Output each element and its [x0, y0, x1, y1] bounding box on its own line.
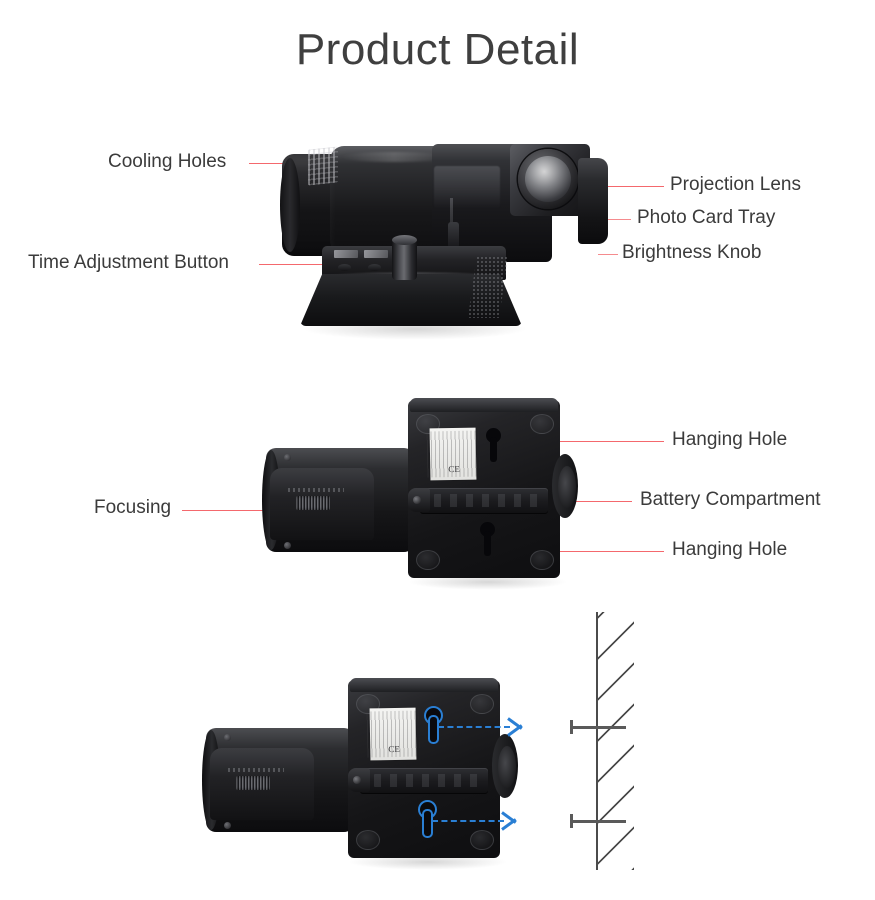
time-adjustment-button-right[interactable] [368, 264, 381, 271]
projector-rear-box-top [410, 398, 558, 412]
projector-side-barrel-inner [558, 466, 576, 508]
wall-screw-head-bottom [570, 814, 573, 828]
wall-mount-projector-image: CE [198, 672, 528, 870]
wall-diagram [560, 612, 690, 880]
leader-time-adjustment-button [259, 264, 333, 265]
button-label-left [334, 250, 358, 258]
product-spec-label: CE [366, 707, 420, 761]
product-shadow [408, 574, 568, 590]
cooling-holes-vent [308, 146, 338, 186]
keyhole-slot [490, 437, 497, 462]
hanging-hole-bottom [480, 522, 495, 556]
callout-hanging-hole-top: Hanging Hole [672, 429, 788, 450]
wall-screw-bottom [570, 820, 626, 823]
projector-rear-view-image: CE [258, 392, 588, 590]
mount-arrow-line-bottom [432, 820, 504, 822]
battery-door-latch-dot [413, 496, 421, 504]
corner-pad-bottom-left [356, 830, 380, 850]
leader-hanging-hole-bottom [490, 551, 664, 552]
wall-screw-head-top [570, 720, 573, 734]
projector-front-view-image [280, 140, 612, 340]
callout-photo-card-tray: Photo Card Tray [637, 207, 776, 228]
wall-surface-line [596, 612, 598, 870]
projector-front-nose [578, 158, 608, 244]
ce-mark: CE [388, 743, 400, 755]
button-label-right [364, 250, 388, 258]
mount-arrow-line-top [438, 726, 510, 728]
battery-door-embossed-text [434, 494, 538, 507]
callout-brightness-knob: Brightness Knob [622, 242, 762, 263]
time-adjustment-button-left[interactable] [338, 264, 351, 271]
product-spec-label: CE [426, 427, 480, 481]
keyhole-slot [430, 717, 437, 742]
projection-lens-glass [525, 156, 571, 202]
body-highlight [340, 152, 448, 162]
screw-bottom [284, 542, 291, 549]
brightness-knob[interactable] [392, 238, 417, 280]
hanging-hole-top [486, 428, 501, 462]
mount-arrow-head-top [508, 716, 522, 738]
leader-focusing [182, 510, 314, 511]
wall-screw-top [570, 726, 626, 729]
screw-bottom [224, 822, 231, 829]
hanging-hole-bottom-highlighted [420, 802, 435, 836]
leader-photo-card-tray [599, 219, 631, 220]
ce-mark: CE [448, 463, 460, 475]
corner-pad-bottom-left [416, 550, 440, 570]
callout-time-adjustment-button: Time Adjustment Button [28, 252, 230, 273]
focus-scale-marks [288, 488, 344, 492]
keyhole-slot [424, 811, 431, 836]
photo-card-tray-tab [448, 222, 459, 248]
corner-pad-bottom-right [530, 550, 554, 570]
keyhole-circle [426, 708, 441, 723]
leader-projection-lens [597, 186, 664, 187]
projector-rear-box-top [350, 678, 498, 692]
corner-pad-top-right [470, 694, 494, 714]
focusing-wheel[interactable] [296, 496, 330, 510]
page-title: Product Detail [295, 25, 580, 74]
product-shadow [348, 854, 508, 870]
wall-hatching [598, 612, 634, 870]
hanging-hole-top-highlighted [426, 708, 441, 742]
keyhole-circle [480, 522, 495, 537]
battery-door-latch-dot [353, 776, 361, 784]
leader-brightness-knob [598, 254, 618, 255]
keyhole-circle [486, 428, 501, 443]
projector-rear-cap [280, 158, 300, 252]
focus-scale-marks [228, 768, 284, 772]
screw-top [284, 454, 291, 461]
battery-door-embossed-text [374, 774, 478, 787]
callout-hanging-hole-bottom: Hanging Hole [672, 539, 788, 560]
callout-battery-compartment: Battery Compartment [640, 489, 821, 510]
battery-compartment-door[interactable] [360, 768, 488, 794]
projector-side-barrel-inner [498, 746, 516, 788]
corner-pad-bottom-right [470, 830, 494, 850]
battery-compartment-door[interactable] [420, 488, 548, 514]
barrel-ring-highlight [434, 166, 500, 208]
keyhole-slot [484, 531, 491, 556]
focusing-wheel[interactable] [236, 776, 270, 790]
brightness-knob-top[interactable] [392, 235, 417, 245]
corner-pad-top-right [530, 414, 554, 434]
callout-projection-lens: Projection Lens [670, 174, 801, 195]
keyhole-circle [420, 802, 435, 817]
screw-top [224, 734, 231, 741]
callout-cooling-holes: Cooling Holes [108, 151, 227, 172]
stand-base [300, 274, 522, 326]
callout-focusing: Focusing [94, 497, 172, 518]
mount-arrow-head-bottom [502, 810, 516, 832]
leader-hanging-hole-top [492, 441, 664, 442]
